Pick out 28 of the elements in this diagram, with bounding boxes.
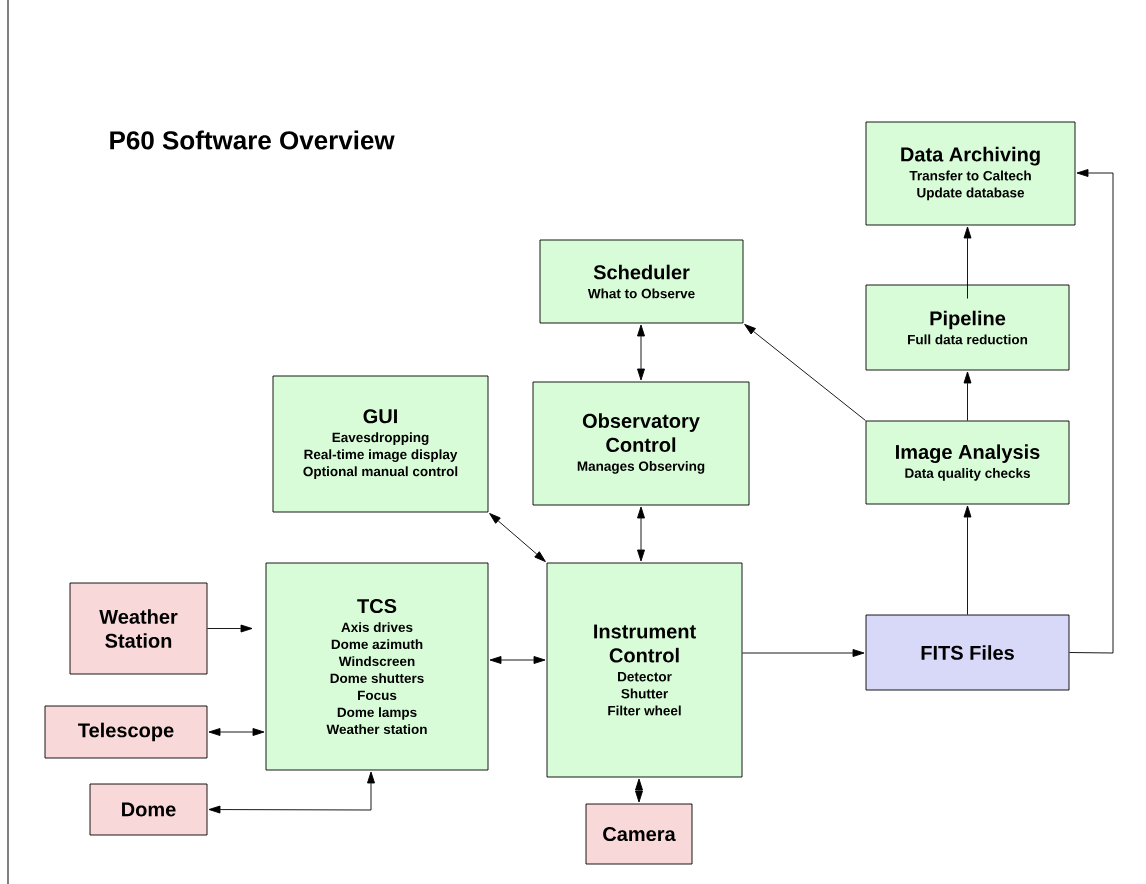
arrow [963,505,972,615]
arrow [1069,169,1114,654]
arrow [207,624,253,633]
arrow [637,506,645,562]
arrow [208,728,265,736]
software-box: Instrument Control Detector Shutter Filter wheel [546,562,743,778]
arrow [742,649,865,657]
software-box: Observatory Control Manages Observing [532,381,750,506]
arrow [963,226,972,299]
software-box: Scheduler What to Observe [539,239,744,324]
arrow [744,323,866,421]
hardware-box: Camera [585,803,693,865]
arrow [635,778,643,803]
file-box: FITS Files [865,614,1070,691]
hardware-box: Dome [89,783,208,836]
software-box: TCS Axis drives Dome azimuth Windscreen Dome shutters Focus Dome lamps Weather station [265,562,489,771]
software-box: GUI Eavesdropping Real-time image display Optional manual control [272,375,489,513]
arrow [489,656,546,664]
arrow [637,324,645,381]
arrow [208,771,375,814]
software-box: Image Analysis Data quality checks [865,420,1070,505]
arrow [489,513,546,562]
arrow [963,371,972,421]
title: P60 Software Overview [110,130,395,150]
hardware-box: Weather Station [69,582,208,675]
hardware-box: Telescope [44,705,208,759]
software-box: Pipeline Full data reduction [865,284,1070,371]
software-box: Data Archiving Transfer to Caltech Update database [865,121,1076,226]
